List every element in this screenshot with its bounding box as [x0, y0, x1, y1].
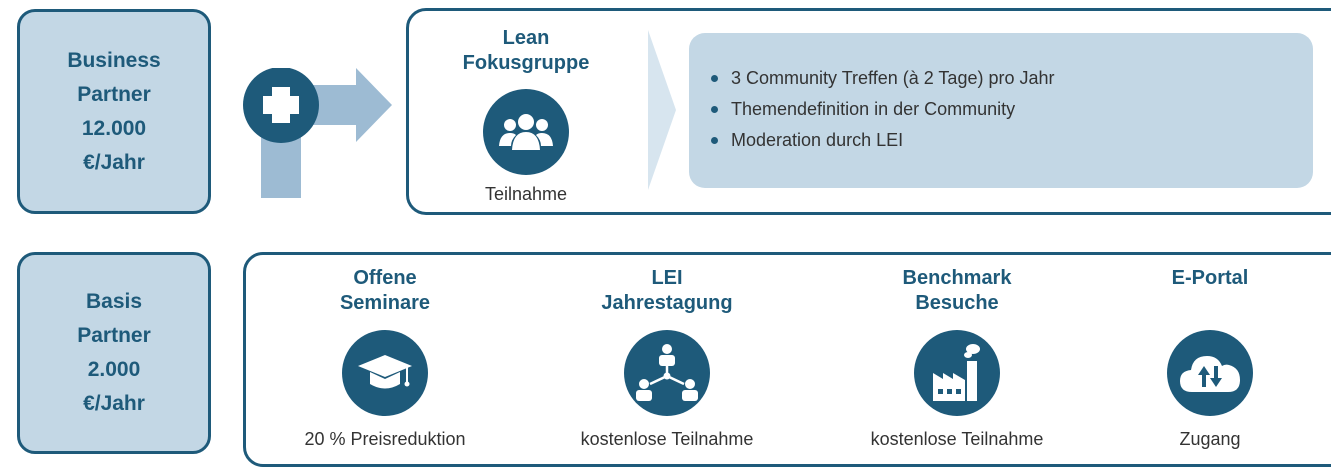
feature-lean-fokusgruppe: Lean Fokusgruppe Teilnahme	[412, 26, 640, 205]
feature-title: Lean Fokusgruppe	[412, 26, 640, 76]
network-people-icon	[624, 330, 710, 416]
feature-title-line: Fokusgruppe	[462, 52, 590, 74]
feature-title-line: Seminare	[339, 292, 431, 314]
bullet-item: Themendefinition in der Community	[711, 94, 1313, 125]
business-partner-tier: Business Partner 12.000 €/Jahr	[17, 9, 211, 214]
group-icon	[483, 89, 569, 175]
tier-line: Basis	[85, 290, 143, 313]
plus-arrow-connector	[243, 68, 392, 198]
feature-title-line: Jahrestagung	[601, 292, 733, 314]
bullet-item: 3 Community Treffen (à 2 Tage) pro Jahr	[711, 63, 1313, 94]
feature-title-line: Besuche	[915, 292, 999, 314]
feature-title: Offene Seminare	[268, 266, 502, 316]
tier-price: 2.000	[87, 358, 141, 381]
feature-title-line: Benchmark	[902, 267, 1012, 289]
tier-unit: €/Jahr	[83, 150, 145, 174]
graduation-cap-icon	[342, 330, 428, 416]
feature-title-line: Lean	[502, 27, 550, 49]
feature-caption: 20 % Preisreduktion	[304, 429, 466, 449]
feature-lei-jahrestagung: LEI Jahrestagung kostenlose Teilnahme	[550, 266, 784, 450]
tier-unit: €/Jahr	[83, 392, 145, 415]
feature-caption: kostenlose Teilnahme	[870, 429, 1044, 449]
business-bullet-list: 3 Community Treffen (à 2 Tage) pro Jahr …	[689, 33, 1313, 188]
feature-caption: kostenlose Teilnahme	[580, 429, 754, 449]
feature-benchmark-besuche: Benchmark Besuche kostenlose Teilnahme	[840, 266, 1074, 450]
feature-caption: Teilnahme	[484, 184, 568, 204]
connector-arrowhead	[356, 68, 392, 142]
feature-title: LEI Jahrestagung	[550, 266, 784, 316]
feature-caption: Zugang	[1179, 429, 1241, 449]
tier-price: 12.000	[81, 116, 147, 140]
tier-line: Business	[67, 48, 161, 72]
basis-partner-tier: Basis Partner 2.000 €/Jahr	[17, 252, 211, 454]
feature-offene-seminare: Offene Seminare 20 % Preisreduktion	[268, 266, 502, 450]
feature-title-line: LEI	[651, 267, 683, 289]
tier-line: Partner	[77, 324, 151, 347]
feature-title-line: Offene	[353, 267, 417, 289]
feature-title-line: E-Portal	[1171, 267, 1249, 289]
tier-line: Partner	[77, 82, 151, 106]
plus-icon	[243, 68, 319, 143]
feature-e-portal: E-Portal Zugang	[1110, 266, 1310, 450]
separator-chevron	[648, 30, 676, 190]
factory-icon	[914, 330, 1000, 416]
feature-title: Benchmark Besuche	[840, 266, 1074, 316]
cloud-transfer-icon	[1167, 330, 1253, 416]
bullet-item: Moderation durch LEI	[711, 125, 1313, 156]
feature-title: E-Portal	[1110, 266, 1310, 291]
